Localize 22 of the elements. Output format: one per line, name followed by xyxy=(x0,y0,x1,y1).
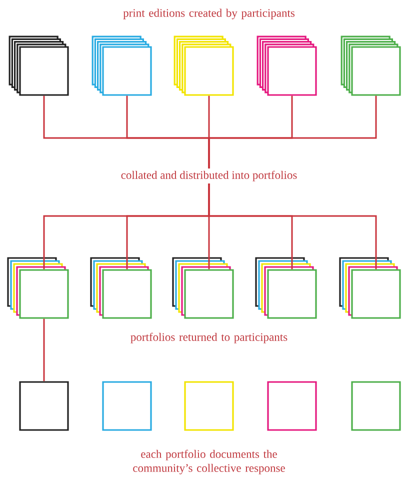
portfolio-stack xyxy=(172,257,234,319)
print-stack xyxy=(174,36,234,96)
caption-text: print editions created by participants xyxy=(123,8,295,20)
print-stack xyxy=(256,36,317,96)
connector-line xyxy=(43,318,45,382)
print-square xyxy=(184,381,234,431)
print-stack xyxy=(8,36,69,96)
connector-line xyxy=(208,183,377,270)
caption-text: portfolios returned to participants xyxy=(130,332,288,344)
print-square xyxy=(102,381,152,431)
portfolio-stack xyxy=(90,257,152,319)
portfolio-stack xyxy=(7,257,69,319)
portfolio-stack xyxy=(255,257,317,319)
portfolio-stack xyxy=(339,257,401,319)
stage-label: collated and distributed into portfolios xyxy=(118,168,300,184)
print-stack xyxy=(92,36,152,96)
print-square xyxy=(267,381,317,431)
connector-line xyxy=(208,96,377,169)
print-stack xyxy=(340,36,401,96)
print-square xyxy=(19,381,69,431)
caption-text: each portfolio documents the community’s collective response xyxy=(133,450,285,474)
print-square xyxy=(351,381,401,431)
